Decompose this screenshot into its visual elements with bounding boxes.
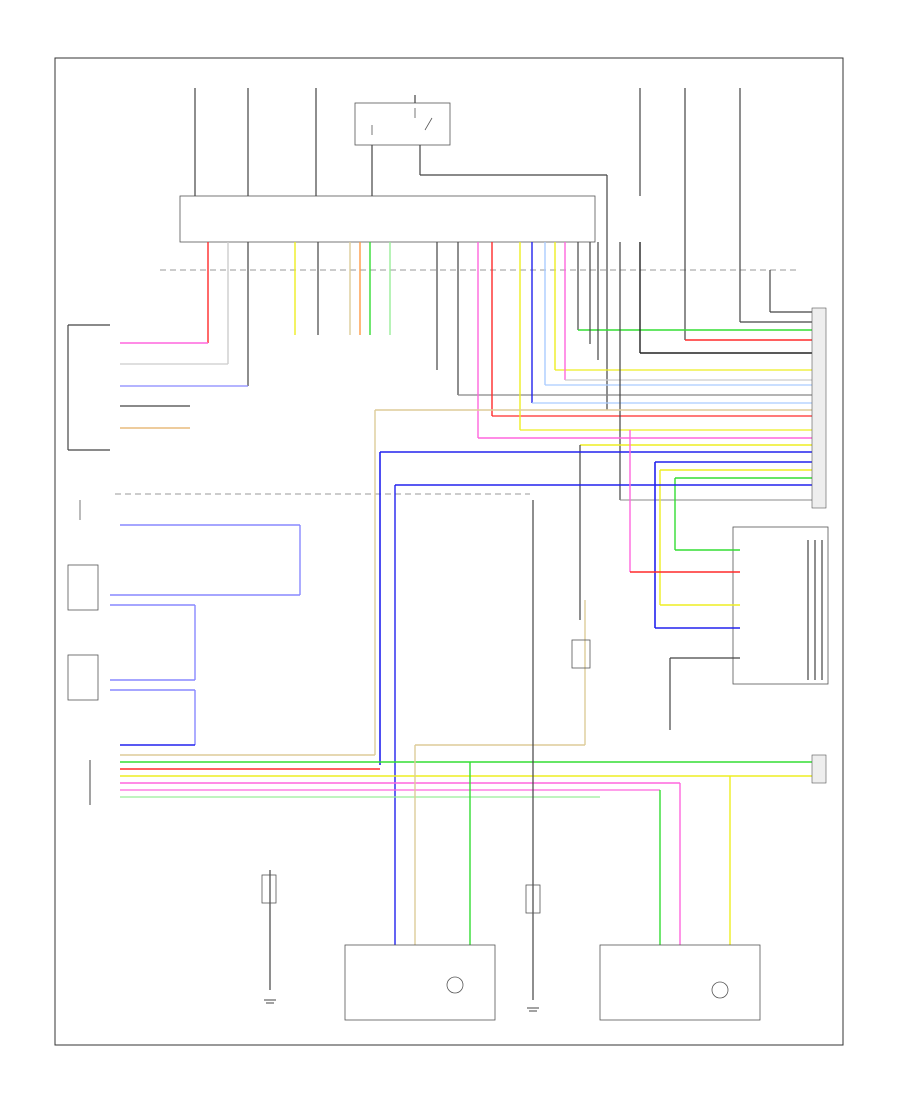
left-switch-group [67, 324, 301, 746]
left-lamp-assembly [344, 944, 496, 1021]
top-fuse-wires [194, 88, 741, 410]
right-switch-wires [630, 540, 823, 730]
right-lamp-assembly [599, 944, 761, 1021]
right-connector-pins [811, 307, 827, 784]
harness-lines [374, 409, 820, 870]
center-bottom-switch [525, 884, 541, 914]
relay-icon [371, 108, 433, 135]
switch-icon [67, 500, 99, 701]
block-output-wires [120, 242, 820, 501]
main-connector-block [179, 195, 596, 243]
left-bottom-switch [261, 874, 277, 904]
center-switch [571, 639, 591, 669]
right-switch-assembly [732, 526, 829, 685]
bottom-harness [89, 500, 820, 1000]
diagram-frame [54, 57, 844, 1046]
lamp-icon [446, 976, 729, 999]
ground-icon [264, 999, 539, 1012]
relay-box [354, 102, 451, 146]
